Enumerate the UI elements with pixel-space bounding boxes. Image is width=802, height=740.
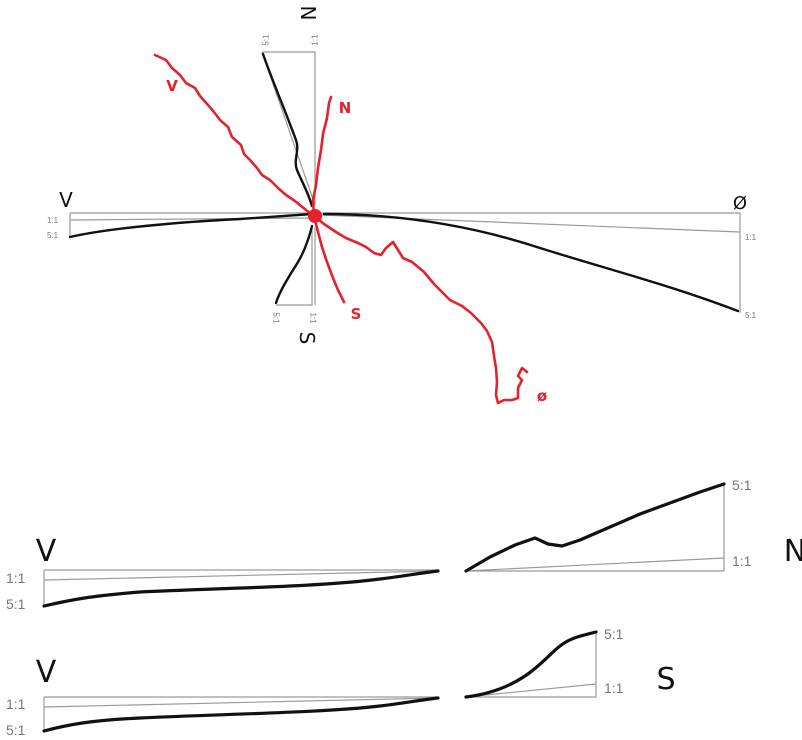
profile1-right-curve <box>464 482 726 573</box>
route-origin-dot <box>308 209 322 223</box>
profile1-right-direction: N <box>784 534 802 569</box>
east-steep-ratio: 5:1 <box>745 311 757 320</box>
top-diagram: N S V Ø V N S ø 5:1 1:1 1:1 5:1 1:1 5:1 … <box>47 6 757 405</box>
profile2-left-direction: V <box>36 655 57 690</box>
profile1-left-frame <box>43 569 439 606</box>
west-direction-label: V <box>59 188 73 212</box>
profile2-right-direction: S <box>656 662 675 697</box>
profile2-right-curve <box>464 630 598 699</box>
east-profile-curve <box>322 212 740 313</box>
profile-west-north: V N 1:1 5:1 5:1 1:1 <box>6 477 802 612</box>
route-label-north: N <box>339 99 352 117</box>
profile2-left-frame <box>43 696 439 732</box>
east-flat-ratio: 1:1 <box>745 233 757 242</box>
profile1-left-curve <box>42 569 440 608</box>
profile1-right-frame <box>465 484 725 572</box>
south-flat-ratio: 1:1 <box>309 312 318 324</box>
profile-west-south: V S 1:1 5:1 5:1 1:1 <box>6 626 676 738</box>
west-reference-frame <box>69 212 313 237</box>
profile1-right-steep-ratio: 5:1 <box>732 477 752 493</box>
profile2-right-flat-ratio: 1:1 <box>604 680 624 696</box>
route-north-branch <box>311 95 333 218</box>
profile2-right-frame <box>465 632 597 698</box>
profile1-left-direction: V <box>36 534 57 569</box>
route-east-branch <box>312 214 529 405</box>
profile2-right-steep-ratio: 5:1 <box>604 626 624 642</box>
route-west-branch <box>153 53 316 218</box>
south-reference-frame <box>276 228 316 306</box>
route-label-south: S <box>351 305 362 323</box>
east-direction-label: Ø <box>733 193 747 214</box>
south-profile-curve <box>274 224 314 305</box>
profile1-left-steep-ratio: 5:1 <box>6 596 26 612</box>
route-label-west: V <box>166 77 178 95</box>
profile2-left-flat-ratio: 1:1 <box>6 696 26 712</box>
profile1-left-flat-ratio: 1:1 <box>6 570 26 586</box>
north-flat-ratio: 1:1 <box>311 34 320 46</box>
north-steep-ratio: 5:1 <box>262 34 271 46</box>
east-reference-frame <box>319 212 741 313</box>
west-profile-curve <box>68 212 314 239</box>
north-profile-curve <box>261 52 314 208</box>
route-south-branch <box>312 214 346 304</box>
profile2-left-curve <box>42 696 440 733</box>
west-flat-ratio: 1:1 <box>47 216 59 225</box>
profile2-left-steep-ratio: 5:1 <box>6 722 26 738</box>
west-steep-ratio: 5:1 <box>47 231 59 240</box>
south-direction-label: S <box>295 332 319 345</box>
south-steep-ratio: 5:1 <box>272 312 281 324</box>
north-direction-label: N <box>297 6 321 21</box>
profile1-right-flat-ratio: 1:1 <box>732 553 752 569</box>
route-label-east: ø <box>537 387 547 405</box>
